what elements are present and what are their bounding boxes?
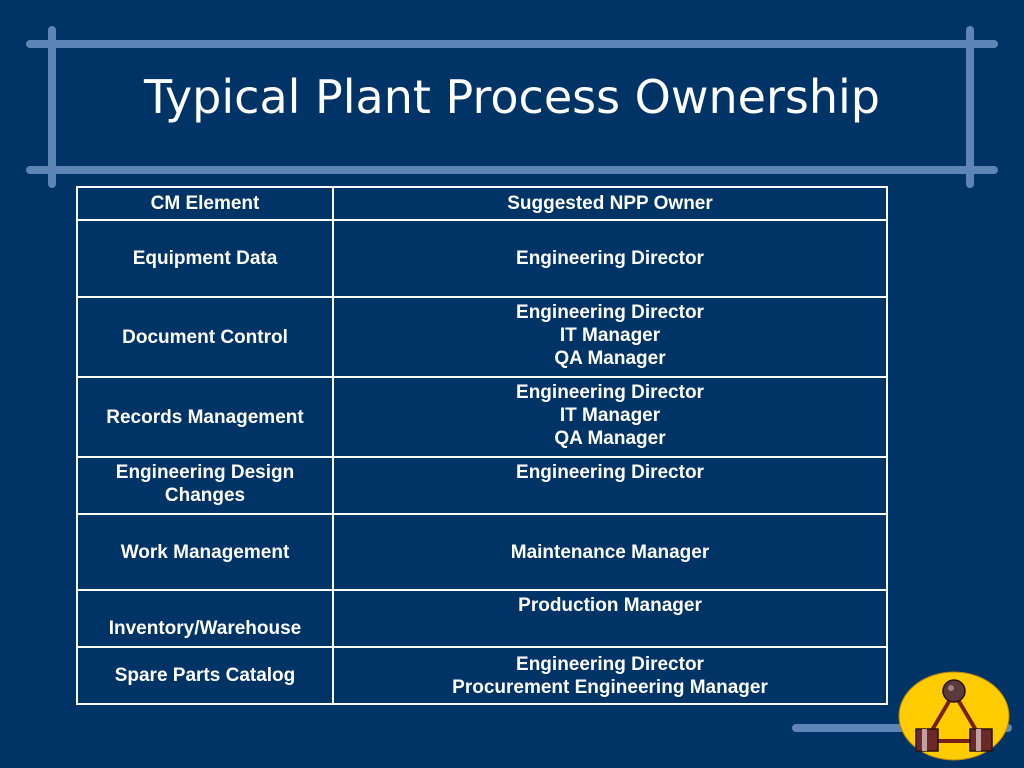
top-horizontal-rule xyxy=(26,40,998,48)
title-bottom-rule xyxy=(26,166,998,174)
owner-cell: Engineering Director Procurement Enginee… xyxy=(332,646,888,705)
cm-element-cell: Engineering Design Changes xyxy=(76,456,334,515)
header-cm-element: CM Element xyxy=(76,186,334,221)
header-suggested-owner: Suggested NPP Owner xyxy=(332,186,888,221)
owner-line: Engineering Director xyxy=(516,653,704,675)
cm-element-cell: Records Management xyxy=(76,376,334,458)
process-triangle-logo-icon xyxy=(898,671,1010,766)
owner-cell: Maintenance Manager xyxy=(332,513,888,591)
owner-line: QA Manager xyxy=(554,348,666,369)
right-vertical-rule xyxy=(966,26,974,188)
ownership-table: CM Element Suggested NPP Owner Equipment… xyxy=(76,186,888,705)
cm-element-cell: Work Management xyxy=(76,513,334,591)
owner-cell: Engineering Director xyxy=(332,456,888,515)
owner-cell: Production Manager xyxy=(332,589,888,648)
cm-element-cell: Equipment Data xyxy=(76,219,334,298)
owner-line: Engineering Director xyxy=(516,302,704,323)
owner-line: Engineering Director xyxy=(516,248,704,269)
table-row: Equipment Data Engineering Director xyxy=(76,219,888,298)
owner-line: IT Manager xyxy=(559,405,661,426)
owner-line: QA Manager xyxy=(554,428,666,449)
owner-line: Procurement Engineering Manager xyxy=(452,676,768,698)
owner-cell: Engineering Director IT Manager QA Manag… xyxy=(332,296,888,378)
table-row: Inventory/Warehouse Production Manager xyxy=(76,589,888,648)
table-header-row: CM Element Suggested NPP Owner xyxy=(76,186,888,221)
owner-line: Production Manager xyxy=(518,595,702,616)
table-row: Work Management Maintenance Manager xyxy=(76,513,888,591)
owner-cell: Engineering Director IT Manager QA Manag… xyxy=(332,376,888,458)
owner-line: Engineering Director xyxy=(516,382,704,403)
table-row: Spare Parts Catalog Engineering Director… xyxy=(76,646,888,705)
owner-line: IT Manager xyxy=(559,325,661,346)
owner-cell: Engineering Director xyxy=(332,219,888,298)
cm-element-cell: Inventory/Warehouse xyxy=(76,589,334,648)
cm-element-cell: Document Control xyxy=(76,296,334,378)
slide-title: Typical Plant Process Ownership xyxy=(144,70,880,124)
table-row: Records Management Engineering Director … xyxy=(76,376,888,458)
cm-element-cell: Spare Parts Catalog xyxy=(76,646,334,705)
left-vertical-rule xyxy=(48,26,56,188)
owner-line: Engineering Director xyxy=(516,462,704,483)
table-row: Engineering Design Changes Engineering D… xyxy=(76,456,888,515)
owner-line: Maintenance Manager xyxy=(510,541,710,563)
table-row: Document Control Engineering Director IT… xyxy=(76,296,888,378)
